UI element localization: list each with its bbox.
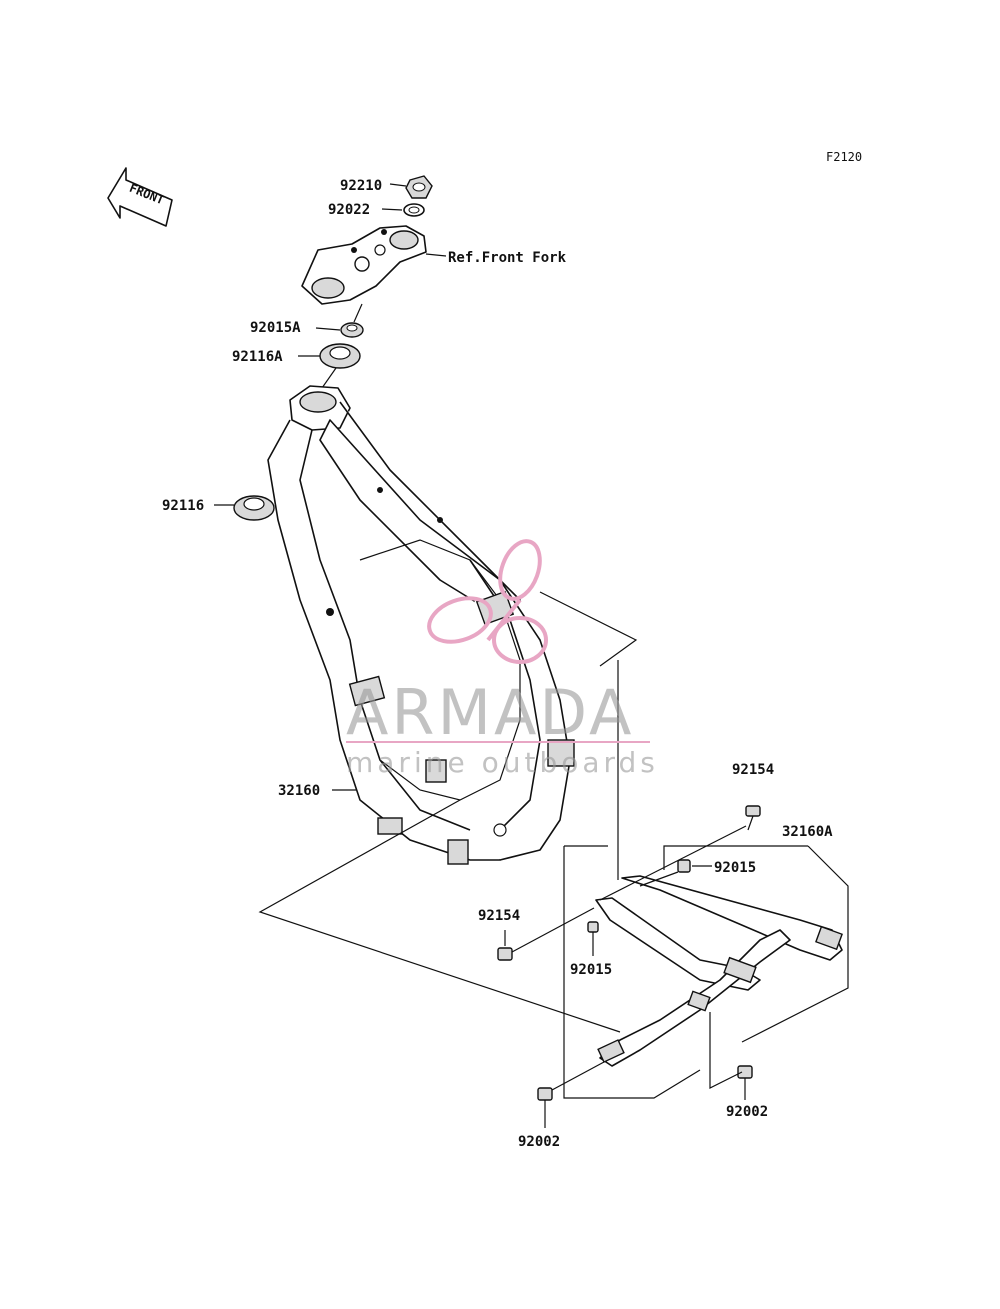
part-label-32160A: 32160A xyxy=(782,824,833,840)
part-label-92210: 92210 xyxy=(340,178,382,194)
stem-nut-lower xyxy=(340,322,364,338)
part-label-92015-left: 92015 xyxy=(570,962,612,978)
watermark-brand: ARMADA xyxy=(346,676,634,749)
part-label-92002-left: 92002 xyxy=(518,1134,560,1150)
part-label-92015A: 92015A xyxy=(250,320,301,336)
watermark-flower-icon xyxy=(427,539,548,664)
front-arrow-icon: FRONT xyxy=(107,167,173,227)
upper-bearing xyxy=(319,343,361,369)
stem-nut xyxy=(405,175,433,199)
part-label-92002-right: 92002 xyxy=(726,1104,768,1120)
part-label-92022: 92022 xyxy=(328,202,370,218)
diagram-code: F2120 xyxy=(826,150,862,164)
main-frame xyxy=(267,385,575,865)
bolt-lower-92154 xyxy=(497,947,513,961)
bolt-upper-92154 xyxy=(745,805,761,831)
part-label-92154-left: 92154 xyxy=(478,908,520,924)
part-label-92154-upper: 92154 xyxy=(732,762,774,778)
rear-subframe xyxy=(595,875,843,1067)
watermark: ARMADA marine outboards xyxy=(346,539,659,779)
lower-bearing xyxy=(233,495,275,521)
bolt-92002-left xyxy=(537,1087,553,1101)
part-label-32160: 32160 xyxy=(278,783,320,799)
watermark-tagline: marine outboards xyxy=(346,746,659,779)
part-label-92116A: 92116A xyxy=(232,349,283,365)
stem-washer xyxy=(403,203,425,217)
upper-triple-clamp xyxy=(301,225,427,305)
reference-front-fork: Ref.Front Fork xyxy=(448,250,567,266)
bolt-92002-right xyxy=(737,1065,753,1079)
part-label-92015-right: 92015 xyxy=(714,860,756,876)
collar-92015-right xyxy=(677,859,691,873)
collar-92015-left xyxy=(587,921,599,933)
part-label-92116: 92116 xyxy=(162,498,204,514)
